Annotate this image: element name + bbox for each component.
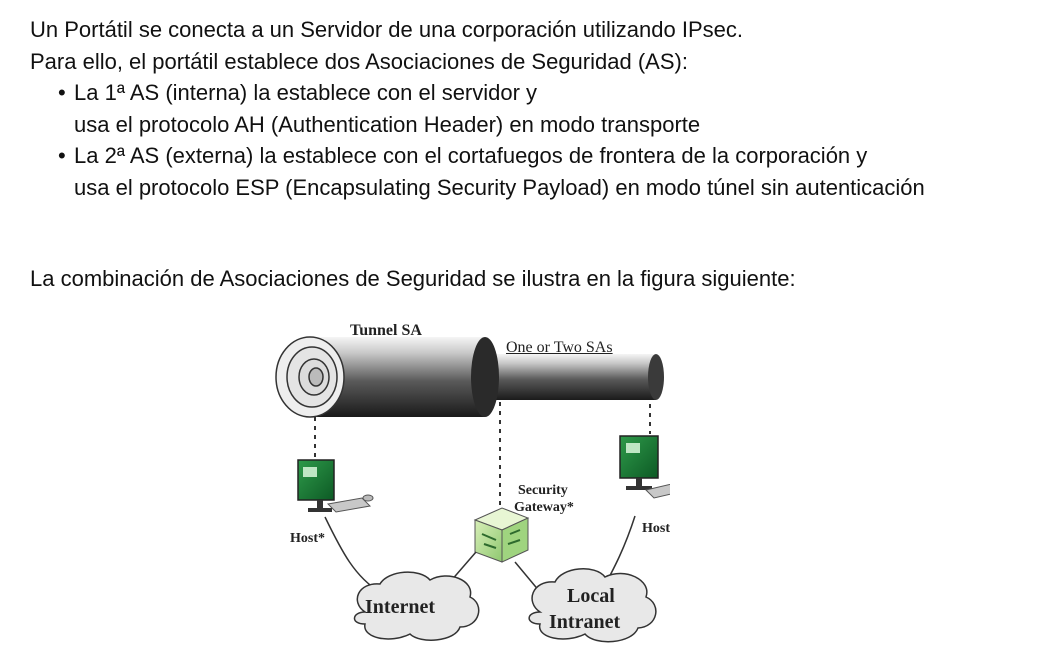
dashed-connectors — [314, 402, 651, 507]
internet-label: Internet — [365, 596, 435, 618]
intro-text: Un Portátil se conecta a un Servidor de … — [30, 14, 925, 203]
sas-label: One or Two SAs — [506, 339, 613, 356]
bullet-continuation-2: usa el protocolo ESP (Encapsulating Secu… — [74, 174, 925, 200]
bullet-text-2: La 2ª AS (externa) la establece con el c… — [74, 143, 868, 168]
internet-cloud-icon — [353, 571, 480, 641]
inner-tunnel — [470, 354, 664, 400]
intranet-cloud-icon — [528, 568, 657, 643]
outer-tunnel — [275, 336, 499, 418]
bullet-item-2: • La 2ª AS (externa) la establece con el … — [58, 140, 925, 172]
security-gateway-icon — [473, 507, 530, 563]
bullet-marker: • — [58, 80, 66, 105]
intranet-label-line-1: Local — [567, 585, 615, 607]
host-left-computer-icon — [297, 459, 374, 513]
bullet-text-1: La 1ª AS (interna) la establece con el s… — [74, 80, 538, 105]
host-left-label: Host* — [290, 531, 325, 546]
bullet-marker: • — [58, 143, 66, 168]
bullet-continuation-1: usa el protocolo AH (Authentication Head… — [74, 111, 701, 137]
intro-line-2: Para ello, el portátil establece dos Aso… — [30, 48, 688, 74]
tunnel-sa-label: Tunnel SA — [350, 322, 422, 339]
host-right-computer-icon — [619, 435, 670, 499]
bullet-item-1: • La 1ª AS (interna) la establece con el … — [58, 77, 925, 109]
figure-caption: La combinación de Asociaciones de Seguri… — [30, 266, 796, 291]
gateway-label-line-2: Gateway* — [514, 500, 574, 515]
intranet-label-line-2: Intranet — [549, 611, 620, 633]
gateway-label-line-1: Security — [518, 483, 568, 498]
intro-line-1: Un Portátil se conecta a un Servidor de … — [30, 17, 743, 42]
host-right-label: Host* — [642, 521, 670, 536]
ipsec-tunnel-diagram: Tunnel SA One or Two SAs Host* — [275, 322, 670, 643]
